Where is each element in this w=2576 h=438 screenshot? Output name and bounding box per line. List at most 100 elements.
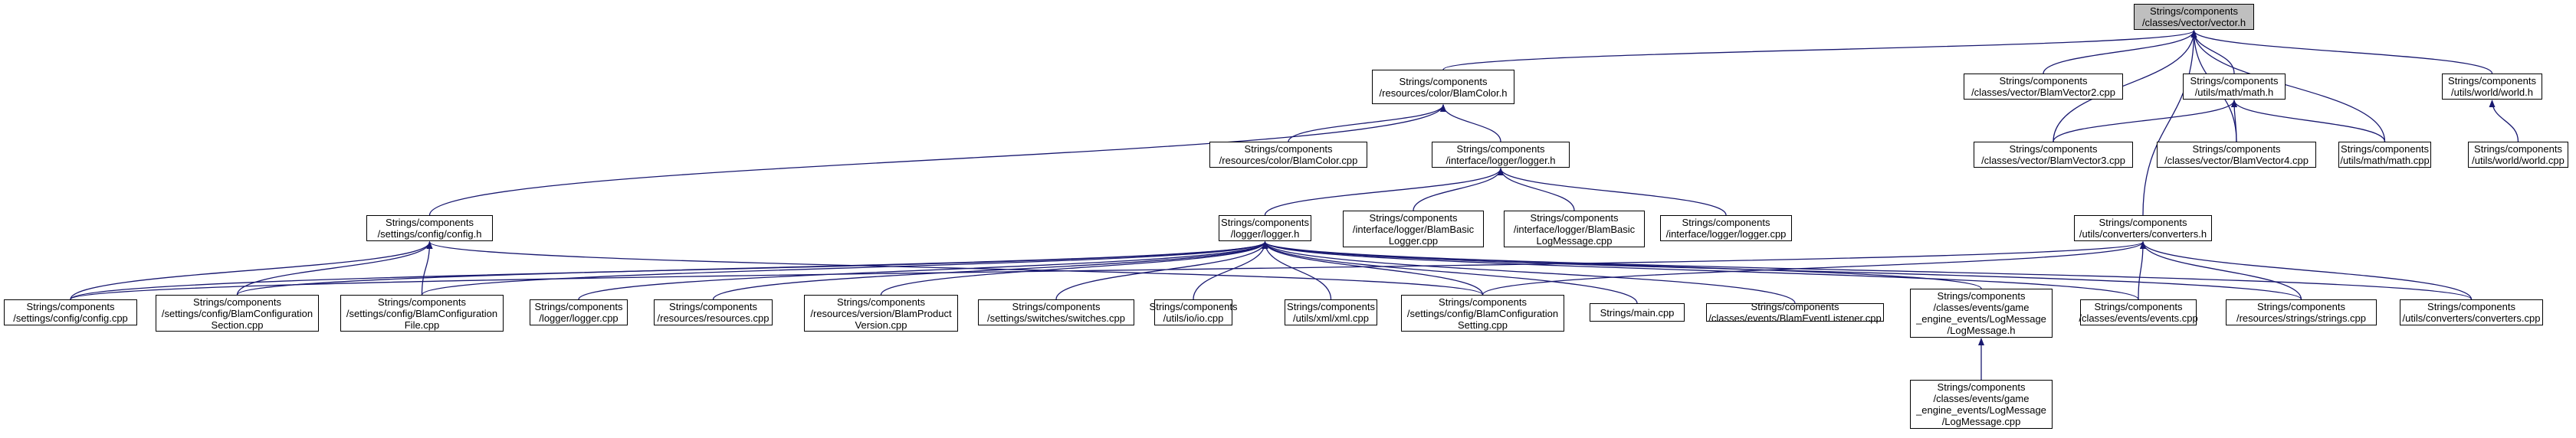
node-label-line: Section.cpp xyxy=(211,319,264,331)
node-label-line: Strings/components xyxy=(1937,290,2026,302)
graph-node-blamproductversion-cpp[interactable]: Strings/components/resources/version/Bla… xyxy=(804,295,958,332)
node-label-line: Logger.cpp xyxy=(1388,234,1439,247)
graph-node-blamcolor-h[interactable]: Strings/components/resources/color/BlamC… xyxy=(1372,70,1514,104)
edge-events-cpp-to-converters-h xyxy=(2138,241,2146,300)
node-label-line: /classes/vector/BlamVector2.cpp xyxy=(1971,87,2115,98)
node-label-line: Strings/components xyxy=(1682,217,1770,228)
node-label-line: _engine_events/LogMessage xyxy=(1916,404,2046,416)
node-label-line: /utils/io/io.cpp xyxy=(1163,312,1224,324)
graph-node-events-cpp[interactable]: Strings/components/classes/events/events… xyxy=(2079,299,2198,325)
edge-xml-cpp-to-logger-h xyxy=(1262,241,1332,300)
graph-node-config-h[interactable]: Strings/components/settings/config/confi… xyxy=(366,215,493,241)
node-label-line: Strings/components xyxy=(2190,75,2279,87)
node-label-line: /settings/config/BlamConfiguration xyxy=(346,307,498,319)
node-label-line: /utils/world/world.h xyxy=(2451,87,2533,98)
graph-node-blambasiclogger-cpp[interactable]: Strings/components/interface/logger/Blam… xyxy=(1343,211,1484,247)
node-label-line: Strings/main.cpp xyxy=(1600,306,1675,319)
node-label-line: /utils/math/math.h xyxy=(2194,87,2274,98)
edge-converters-cpp-to-converters-h xyxy=(2140,241,2473,300)
node-label-line: File.cpp xyxy=(404,319,440,331)
graph-node-blambasiclogmessage-cpp[interactable]: Strings/components/interface/logger/Blam… xyxy=(1504,211,1645,247)
edge-blambasiclogger-cpp-to-interface-logger-h xyxy=(1413,168,1504,211)
edge-blamconfigsetting-cpp-to-logger-h xyxy=(1262,241,1484,296)
graph-node-converters-cpp[interactable]: Strings/components/utils/converters/conv… xyxy=(2400,299,2543,325)
edge-world-cpp-to-world-h xyxy=(2489,100,2519,142)
edge-interface-logger-h-to-blamcolor-h xyxy=(1440,104,1501,142)
node-label-line: Strings/components xyxy=(2474,143,2562,155)
graph-node-xml-cpp[interactable]: Strings/components/utils/xml/xml.cpp xyxy=(1285,299,1377,325)
graph-node-math-h[interactable]: Strings/components/utils/math/math.h xyxy=(2183,74,2286,100)
node-label-line: /settings/switches/switches.cpp xyxy=(987,312,1125,324)
edge-blamconfigsetting-cpp-to-config-h xyxy=(426,241,1484,296)
edge-blamconfigsection-cpp-to-config-h xyxy=(236,241,433,296)
edge-blamcolor-h-to-vector-h xyxy=(1442,30,2197,70)
edge-blamvector3-cpp-to-vector-h xyxy=(2053,30,2197,142)
edge-converters-h-to-vector-h xyxy=(2142,30,2197,216)
node-label-line: /utils/world/world.cpp xyxy=(2472,155,2565,166)
edge-config-cpp-to-config-h xyxy=(70,241,433,300)
node-label-line: Strings/components xyxy=(193,296,281,308)
node-label-line: Strings/components xyxy=(534,301,623,312)
node-label-line: Strings/components xyxy=(2192,143,2281,155)
graph-node-blamvector3-cpp[interactable]: Strings/components/classes/vector/BlamVe… xyxy=(1974,142,2133,168)
graph-node-math-cpp[interactable]: Strings/components/utils/math/math.cpp xyxy=(2338,142,2431,168)
graph-node-blamconfigsetting-cpp[interactable]: Strings/components/settings/config/BlamC… xyxy=(1401,295,1564,332)
node-label-line: /classes/vector/vector.h xyxy=(2141,17,2246,28)
edge-blamvector3-cpp-to-math-h xyxy=(2053,100,2237,142)
graph-node-logger-cpp[interactable]: Strings/components/logger/logger.cpp xyxy=(530,299,628,325)
graph-node-switches-cpp[interactable]: Strings/components/settings/switches/swi… xyxy=(978,299,1134,325)
graph-node-blamconfigsection-cpp[interactable]: Strings/components/settings/config/BlamC… xyxy=(156,295,319,332)
node-label-line: LogMessage.cpp xyxy=(1536,234,1613,247)
node-label-line: /logger/logger.h xyxy=(1230,228,1300,240)
node-label-line: Strings/components xyxy=(1369,211,1458,224)
edge-strings-cpp-to-converters-h xyxy=(2140,241,2302,300)
edge-blamconfigsetting-cpp-to-converters-h xyxy=(1482,241,2146,296)
node-label-line: Strings/components xyxy=(1149,301,1238,312)
node-label-line: Strings/components xyxy=(837,296,925,308)
node-label-line: Strings/components xyxy=(1751,301,1839,312)
graph-node-resources-cpp[interactable]: Strings/components/resources/resources.c… xyxy=(654,299,773,325)
edge-switches-cpp-to-logger-h xyxy=(1055,241,1268,300)
node-label-line: Strings/components xyxy=(26,301,115,312)
node-label-line: /classes/events/BlamEventListener.cpp xyxy=(1708,312,1882,324)
graph-node-logmessage-h[interactable]: Strings/components/classes/events/game_e… xyxy=(1910,289,2053,338)
node-label-line: /classes/events/game xyxy=(1933,393,2030,404)
graph-node-world-h[interactable]: Strings/components/utils/world/world.h xyxy=(2442,74,2542,100)
graph-node-config-cpp[interactable]: Strings/components/settings/config/confi… xyxy=(4,299,137,325)
graph-node-blamvector4-cpp[interactable]: Strings/components/classes/vector/BlamVe… xyxy=(2157,142,2316,168)
graph-node-main-cpp[interactable]: Strings/main.cpp xyxy=(1590,303,1685,322)
graph-node-blamvector2-cpp[interactable]: Strings/components/classes/vector/BlamVe… xyxy=(1964,74,2123,100)
node-label-line: Strings/components xyxy=(2341,143,2429,155)
edge-main-cpp-to-logger-h xyxy=(1262,241,1638,304)
node-label-line: /resources/resources.cpp xyxy=(657,312,770,324)
node-label-line: /settings/config/BlamConfiguration xyxy=(161,307,313,319)
graph-node-blameventlistener-cpp[interactable]: Strings/components/classes/events/BlamEv… xyxy=(1706,301,1884,324)
node-label-line: Strings/components xyxy=(2448,75,2536,87)
node-label-line: /LogMessage.cpp xyxy=(1941,416,2021,427)
graph-node-converters-h[interactable]: Strings/components/utils/converters/conv… xyxy=(2074,215,2212,241)
edge-math-cpp-to-math-h xyxy=(2231,100,2386,142)
graph-node-strings-cpp[interactable]: Strings/components/resources/strings/str… xyxy=(2226,299,2377,325)
node-label-line: /resources/version/BlamProduct xyxy=(810,307,952,319)
graph-node-world-cpp[interactable]: Strings/components/utils/world/world.cpp xyxy=(2468,142,2568,168)
node-label-line: /settings/config/config.cpp xyxy=(13,312,128,324)
node-label-line: /resources/strings/strings.cpp xyxy=(2236,312,2367,324)
node-label-line: Strings/components xyxy=(1012,301,1101,312)
node-label-line: Strings/components xyxy=(2009,143,2098,155)
node-label-line: /utils/math/math.cpp xyxy=(2340,155,2430,166)
edge-math-h-to-vector-h xyxy=(2190,30,2235,74)
graph-node-blamconfigfile-cpp[interactable]: Strings/components/settings/config/BlamC… xyxy=(340,295,504,332)
edge-blamvector2-cpp-to-vector-h xyxy=(2043,30,2197,74)
graph-node-io-cpp[interactable]: Strings/components/utils/io/io.cpp xyxy=(1150,299,1237,325)
graph-node-logger-h[interactable]: Strings/components/logger/logger.h xyxy=(1219,215,1311,241)
graph-node-logmessage-cpp[interactable]: Strings/components/classes/events/game_e… xyxy=(1910,380,2053,429)
node-label-line: Strings/components xyxy=(1937,381,2026,393)
edge-blameventlistener-cpp-to-logger-h xyxy=(1262,241,1796,304)
graph-node-blamcolor-cpp[interactable]: Strings/components/resources/color/BlamC… xyxy=(1209,142,1367,168)
node-label-line: Strings/components xyxy=(1530,211,1619,224)
node-label-line: Strings/components xyxy=(1999,75,2088,87)
graph-node-interface-logger-h[interactable]: Strings/components/interface/logger/logg… xyxy=(1432,142,1570,168)
graph-node-interface-logger-cpp[interactable]: Strings/components/interface/logger/logg… xyxy=(1660,215,1792,241)
node-label-line: _engine_events/LogMessage xyxy=(1916,313,2046,325)
